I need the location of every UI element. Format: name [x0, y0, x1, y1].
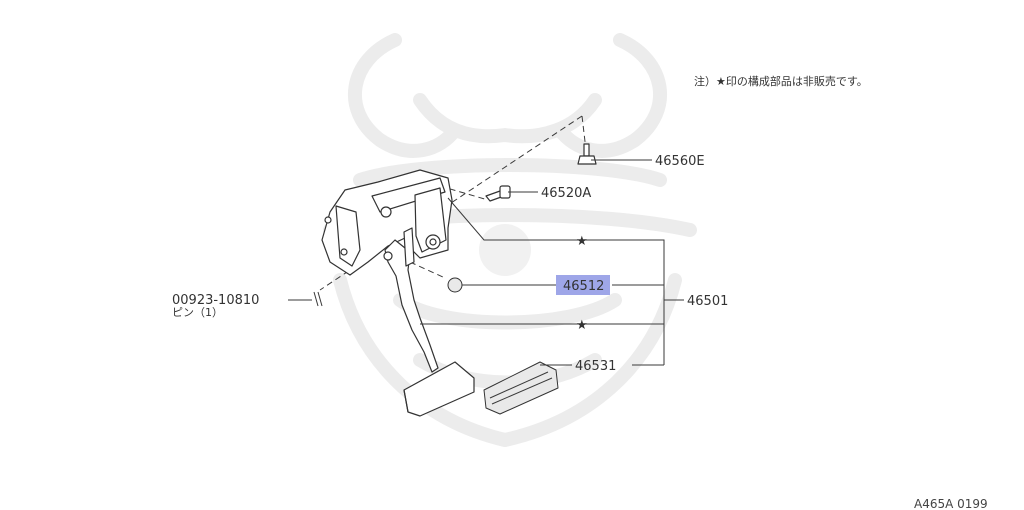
pedal-pad-part	[483, 361, 559, 415]
pedal-arm	[383, 227, 439, 373]
footer-code: A465A 0199	[914, 497, 988, 510]
pedal-bracket	[321, 169, 453, 276]
label-46520a[interactable]: 46520A	[541, 186, 591, 201]
bolt-46560e-part	[577, 143, 597, 165]
label-pin-name: ピン（1）	[172, 306, 223, 319]
note-text: 注）★印の構成部品は非販売です。	[694, 74, 868, 88]
label-pin-number[interactable]: 00923-10810	[172, 293, 259, 308]
star-marker-upper: ★	[576, 234, 588, 249]
label-46531[interactable]: 46531	[575, 359, 616, 374]
label-46560e[interactable]: 46560E	[655, 154, 705, 169]
highlight-46512	[556, 275, 610, 295]
bolt-46520a-part	[485, 185, 511, 202]
star-marker-lower: ★	[576, 318, 588, 333]
leader-lines	[288, 159, 684, 366]
pedal-foot	[403, 361, 475, 417]
label-46512[interactable]: 46512	[563, 279, 604, 294]
label-46501[interactable]: 46501	[687, 294, 728, 309]
bushing-part	[447, 277, 463, 293]
pin-part	[313, 291, 323, 307]
